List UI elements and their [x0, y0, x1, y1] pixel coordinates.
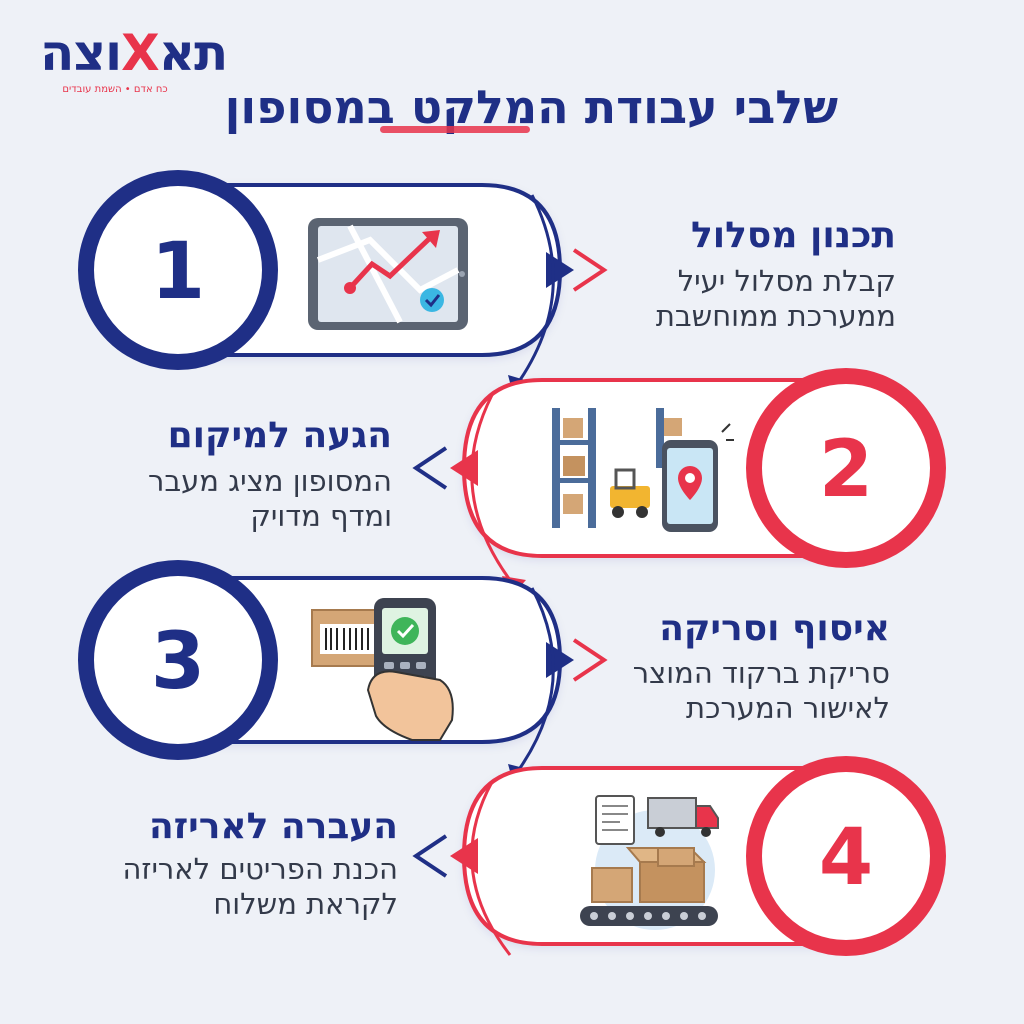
step-1-chevron-icon: [572, 248, 608, 292]
title-underline: [380, 126, 530, 133]
step-3-chevron-icon: [572, 638, 608, 682]
step-4-chevron-icon: [412, 834, 448, 878]
step-1-number: 1: [151, 227, 205, 317]
connector-3-4: [518, 587, 555, 769]
step-3-title: איסוף וסריקה: [659, 608, 890, 649]
step-4-number: 4: [819, 813, 873, 903]
connector-4-tail: [470, 781, 512, 956]
connector-1-2: [518, 194, 555, 381]
step-3-number: 3: [151, 617, 205, 707]
warehouse-location-icon: [552, 408, 734, 532]
step-1-title: תכנון מסלול: [691, 215, 896, 256]
page-title: שלבי עבודת המלקט במסופון: [224, 80, 838, 134]
logo: תאXוצה: [40, 28, 228, 78]
barcode-scanner-icon: [311, 598, 454, 741]
logo-mark: X: [121, 24, 160, 82]
step-2-number: 2: [819, 425, 873, 515]
step-4-title: העברה לאריזה: [148, 806, 398, 847]
step-3-desc-line1: סריקת ברקוד המוצר: [632, 656, 890, 690]
step-1-number-circle: [78, 170, 278, 370]
step-3-desc-line2: לאישור המערכת: [686, 691, 890, 725]
logo-text-part1: תא: [158, 24, 229, 82]
logo-tagline: כח אדם • השמת עובדים: [62, 84, 168, 95]
step-4-number-circle: [746, 756, 946, 956]
step-4-desc-line2: לקראת משלוח: [213, 887, 398, 921]
step-2-desc-line2: ומדף מדויק: [250, 499, 392, 533]
step-1-desc-line1: קבלת מסלול יעיל: [677, 264, 896, 298]
connector-2-3: [470, 394, 512, 581]
packing-conveyor-icon: [580, 795, 719, 930]
step-2-title: הגעה למיקום: [167, 415, 392, 456]
step-2-chevron-icon: [412, 446, 448, 490]
tablet-map-route-icon: [308, 218, 468, 330]
step-2-number-circle: [746, 368, 946, 568]
step-3-number-circle: [78, 560, 278, 760]
logo-text-part2: וצה: [40, 24, 122, 82]
step-4-desc-line1: הכנת הפריטים לאריזה: [122, 852, 398, 886]
step-1-desc-line2: ממערכת ממוחשבת: [655, 299, 896, 333]
step-2-desc-line1: המסופון מציג מעבר: [147, 464, 392, 498]
